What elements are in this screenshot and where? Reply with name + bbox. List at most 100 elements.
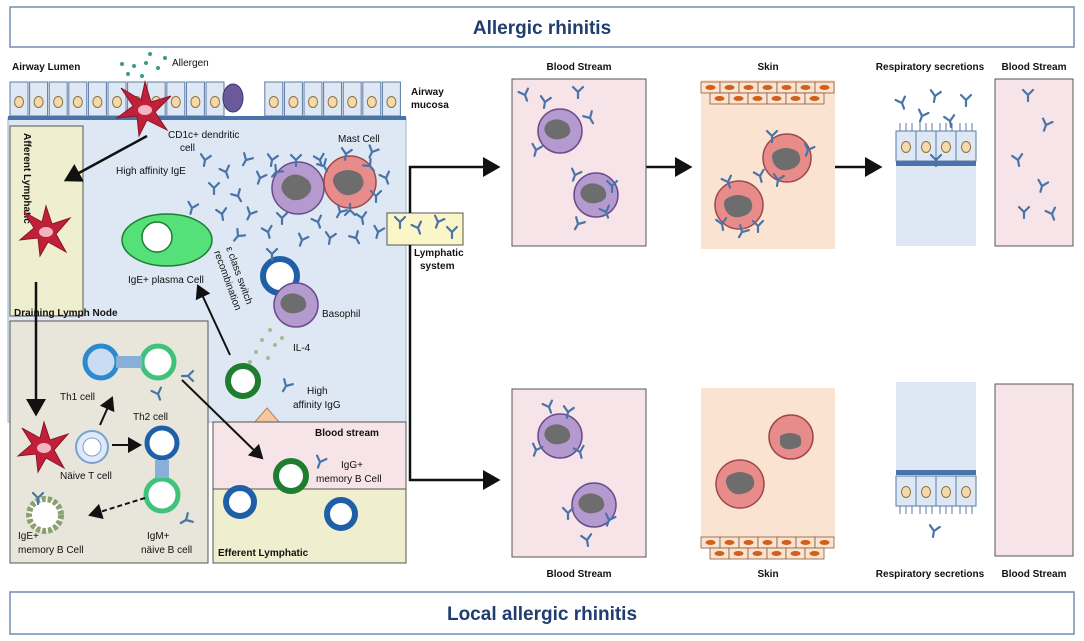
skin-nucleus: [781, 540, 792, 545]
efferent-b-cell-left-icon: [223, 485, 257, 519]
skin-nucleus: [724, 85, 735, 90]
igg-memory-b-cell-icon: [273, 458, 309, 494]
mast-cell-label: Mast Cell: [338, 134, 380, 145]
skin-nucleus: [809, 551, 820, 556]
antibody-icon: [1037, 178, 1050, 193]
antibody-icon: [570, 167, 583, 182]
antibody-icon: [348, 230, 361, 245]
antibody-icon: [562, 405, 575, 420]
ige-plasma-cell-label: IgE+ plasma Cell: [128, 275, 204, 286]
respiratory-nucleus: [941, 486, 951, 498]
connector-to-bottom-blood: [408, 245, 501, 490]
high-affinity-ige-label: High affinity IgE: [116, 166, 186, 177]
antibody-icon: [215, 207, 228, 222]
epithelial-nucleus: [347, 96, 358, 108]
ige-plasma-cell-icon: [121, 213, 213, 267]
efferent-b-cell-right-icon: [324, 497, 358, 531]
bottom-title-banner: Local allergic rhinitis: [9, 591, 1075, 635]
antibody-icon: [531, 442, 544, 457]
bottom-skin-mast-1-icon: [768, 414, 814, 460]
skin-nucleus: [752, 551, 763, 556]
mast-cell-icon: [323, 155, 377, 209]
antibody-icon: [316, 158, 329, 173]
antibody-icon: [246, 206, 258, 221]
igg-memory-label-2: memory B Cell: [316, 474, 382, 485]
dendritic-label-1: CD1c+ dendritic: [168, 130, 239, 141]
th1-cell-icon: [82, 343, 120, 381]
top-blood-stream-label: Blood Stream: [546, 62, 611, 73]
skin-nucleus: [790, 96, 801, 101]
afferent-lymphatic-label: Afferent Lymphatic: [21, 133, 32, 224]
ige-memory-b-cell-icon: [26, 496, 64, 534]
epithelial-nucleus: [288, 96, 299, 108]
antibody-icon: [720, 174, 733, 189]
top-blood-stream-2-label: Blood Stream: [1001, 62, 1066, 73]
antibody-icon: [255, 170, 268, 185]
antibody-icon: [199, 153, 212, 168]
skin-nucleus: [819, 85, 830, 90]
top-title: Allergic rhinitis: [473, 18, 611, 39]
bottom-respiratory-epithelium: [895, 470, 977, 514]
antibody-icon: [393, 215, 407, 230]
antibody-icon: [943, 114, 956, 129]
bottom-skin-panel: [701, 388, 835, 538]
respiratory-nucleus: [901, 141, 911, 153]
th2-cell-icon: [144, 425, 180, 461]
top-skin-layer: [700, 81, 835, 105]
bottom-blood-stream-panel: [511, 388, 647, 558]
epithelial-nucleus: [308, 96, 318, 108]
antibody-icon: [241, 152, 254, 167]
antibody-icon: [410, 220, 423, 235]
skin-nucleus: [762, 540, 773, 545]
airway-mucosa-label-2: mucosa: [411, 100, 449, 111]
antibody-icon: [271, 163, 285, 178]
high-affinity-igg-label-2: affinity IgG: [293, 400, 341, 411]
epithelial-nucleus: [366, 96, 377, 108]
respiratory-nucleus: [941, 141, 951, 153]
ige-memory-label-1: IgE+: [18, 531, 39, 542]
bottom-blood-basophil-1-icon: [537, 413, 583, 459]
epithelial-nucleus: [112, 96, 122, 108]
naive-t-cell-label: Näive T cell: [60, 471, 112, 482]
epithelial-nucleus: [210, 96, 220, 108]
antibody-icon: [378, 170, 391, 185]
il4-dots: [248, 328, 284, 364]
airway-lumen-label: Airway Lumen: [12, 62, 80, 73]
antibody-icon: [604, 512, 617, 527]
migrating-dendritic-cell-icon: [18, 204, 72, 258]
respiratory-nucleus: [921, 486, 931, 498]
respiratory-membrane: [896, 470, 976, 475]
antibody-icon: [315, 454, 328, 469]
epithelial-nucleus: [14, 96, 24, 108]
epithelial-nucleus: [72, 96, 83, 108]
antibody-icon: [539, 95, 552, 110]
antibody-icon: [31, 491, 45, 506]
connector-to-top-blood: [408, 157, 501, 213]
b-cell-top-icon: [139, 343, 177, 381]
bottom-blood-stream-2-label: Blood Stream: [1001, 569, 1066, 580]
skin-nucleus: [809, 96, 820, 101]
respiratory-nucleus: [961, 486, 971, 498]
blood-stream-label: Blood stream: [315, 428, 379, 439]
epithelial-nucleus: [190, 96, 201, 108]
respiratory-nucleus: [901, 486, 911, 498]
igm-naive-label-1: IgM+: [147, 531, 170, 542]
top-blood-stream-panel: [511, 78, 647, 247]
igm-b-cell-icon: [143, 476, 181, 514]
antibody-icon: [310, 214, 323, 229]
antibody-icon: [281, 378, 294, 393]
top-blood-basophil-1-icon: [537, 108, 583, 154]
skin-nucleus: [800, 85, 811, 90]
bottom-skin-label: Skin: [757, 569, 778, 580]
antibody-icon: [1021, 88, 1035, 103]
skin-nucleus: [724, 540, 735, 545]
antibody-icon: [230, 188, 243, 203]
antibody-icon: [751, 219, 765, 234]
bottom-respiratory-panel: [896, 382, 976, 470]
arrow-to-afferent: [63, 134, 148, 182]
antibody-icons: [31, 85, 1057, 548]
antibody-icon: [752, 168, 765, 183]
skin-nucleus: [752, 96, 763, 101]
antibody-icon: [605, 179, 619, 194]
basophil-top-icon: [271, 161, 325, 215]
